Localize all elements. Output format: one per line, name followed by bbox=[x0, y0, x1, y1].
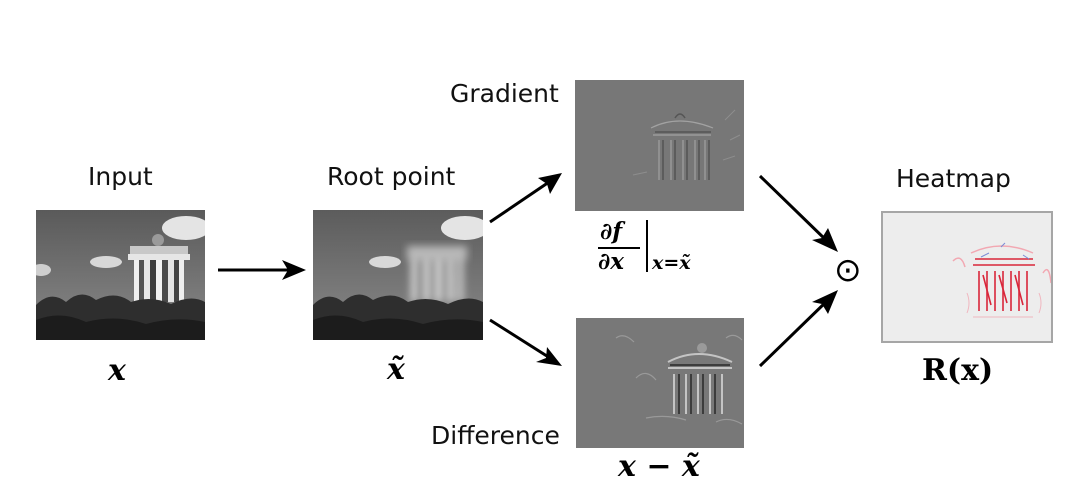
heatmap-label: Heatmap bbox=[896, 164, 1011, 193]
difference-image bbox=[576, 318, 744, 448]
input-image bbox=[36, 210, 205, 340]
input-label: Input bbox=[88, 162, 153, 191]
arrow-root-to-difference bbox=[489, 318, 562, 366]
arrow-difference-to-operator bbox=[758, 290, 838, 368]
input-symbol: x bbox=[108, 353, 126, 388]
gradient-denominator: ∂x bbox=[598, 248, 624, 275]
heatmap-expression: R(x) bbox=[922, 353, 994, 388]
eval-bar bbox=[646, 220, 648, 272]
gradient-eval: x=x̃ bbox=[652, 252, 691, 274]
arrow-gradient-to-operator bbox=[758, 174, 838, 252]
gradient-fraction: ∂f ∂x x=x̃ bbox=[596, 218, 726, 280]
heatmap-image bbox=[881, 211, 1053, 343]
arrow-root-to-gradient bbox=[489, 173, 562, 224]
difference-expression: x − x̃ bbox=[618, 449, 700, 484]
root-point-label: Root point bbox=[327, 162, 456, 191]
gradient-numerator: ∂f bbox=[600, 218, 623, 245]
hadamard-operator: ⊙ bbox=[834, 250, 862, 289]
gradient-image bbox=[575, 80, 744, 211]
difference-label: Difference bbox=[431, 421, 560, 450]
root-point-image bbox=[313, 210, 483, 340]
fraction-bar bbox=[598, 247, 640, 249]
arrow-input-to-root bbox=[218, 260, 306, 280]
root-symbol: x̃ bbox=[387, 352, 405, 387]
gradient-label: Gradient bbox=[450, 79, 559, 108]
